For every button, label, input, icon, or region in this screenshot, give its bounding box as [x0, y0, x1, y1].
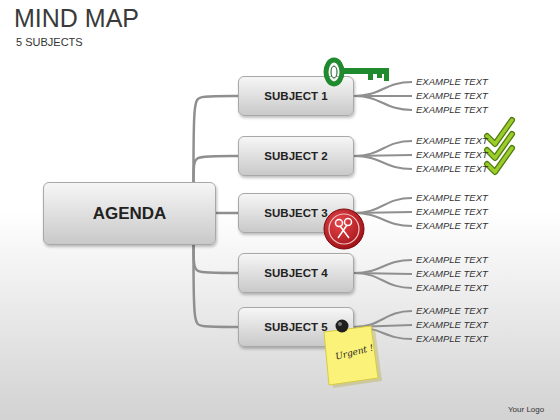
pin-highlight	[338, 322, 342, 326]
branch-line	[354, 260, 412, 273]
central-topic-box: AGENDA	[43, 182, 216, 245]
pin-head	[336, 320, 349, 333]
badge-ring	[329, 214, 359, 244]
example-text: EXAMPLE TEXT	[416, 268, 488, 280]
example-text: EXAMPLE TEXT	[416, 163, 488, 175]
branch-line	[354, 141, 412, 156]
branch-line	[354, 311, 412, 327]
branch-line	[354, 96, 412, 110]
branch-connector	[194, 245, 238, 327]
node-label: SUBJECT 1	[264, 90, 327, 102]
node-label: AGENDA	[93, 204, 167, 224]
example-text: EXAMPLE TEXT	[416, 90, 488, 102]
scissors-handle	[345, 219, 352, 226]
sticky-note	[324, 326, 382, 388]
example-text: EXAMPLE TEXT	[416, 254, 488, 266]
example-text: EXAMPLE TEXT	[416, 206, 488, 218]
scissors-badge	[324, 209, 364, 249]
node-label: SUBJECT 2	[264, 150, 327, 162]
branch-connector	[194, 245, 238, 273]
key-tooth	[384, 72, 389, 81]
example-text: EXAMPLE TEXT	[416, 282, 488, 294]
example-text: EXAMPLE TEXT	[416, 76, 488, 88]
subject-box: SUBJECT 2	[238, 136, 354, 176]
key-hole	[331, 66, 337, 78]
example-text: EXAMPLE TEXT	[416, 220, 488, 232]
example-text: EXAMPLE TEXT	[416, 319, 488, 331]
logo-placeholder: Your Logo	[508, 404, 544, 416]
example-text: EXAMPLE TEXT	[416, 149, 488, 161]
branch-connector	[194, 96, 238, 182]
push-pin	[336, 320, 349, 333]
check-mark	[487, 148, 512, 172]
node-label: SUBJECT 5	[264, 321, 327, 333]
diagram-title: MIND MAP	[14, 4, 139, 33]
example-text: EXAMPLE TEXT	[416, 305, 488, 317]
node-label: SUBJECT 4	[264, 267, 327, 279]
branch-connector	[194, 156, 238, 182]
branch-connector	[216, 212, 238, 215]
branch-line	[354, 273, 412, 288]
example-text: EXAMPLE TEXT	[416, 192, 488, 204]
branch-line	[354, 156, 412, 169]
key-tooth	[377, 72, 382, 78]
branch-line	[354, 82, 412, 96]
scissors-blades	[338, 225, 349, 238]
example-text: EXAMPLE TEXT	[416, 333, 488, 345]
example-text: EXAMPLE TEXT	[416, 135, 488, 147]
example-text: EXAMPLE TEXT	[416, 104, 488, 116]
branch-lines	[354, 82, 412, 339]
note-paper	[324, 326, 378, 385]
subtitle: 5 SUBJECTS	[16, 36, 83, 48]
node-label: SUBJECT 3	[264, 207, 327, 219]
check-mark	[487, 148, 512, 172]
key-tooth	[368, 72, 373, 80]
check-marks	[487, 120, 512, 172]
subject-box: SUBJECT 4	[238, 253, 354, 293]
branch-line	[354, 198, 412, 213]
badge-circle	[324, 209, 364, 249]
scissors-handle	[336, 220, 343, 227]
